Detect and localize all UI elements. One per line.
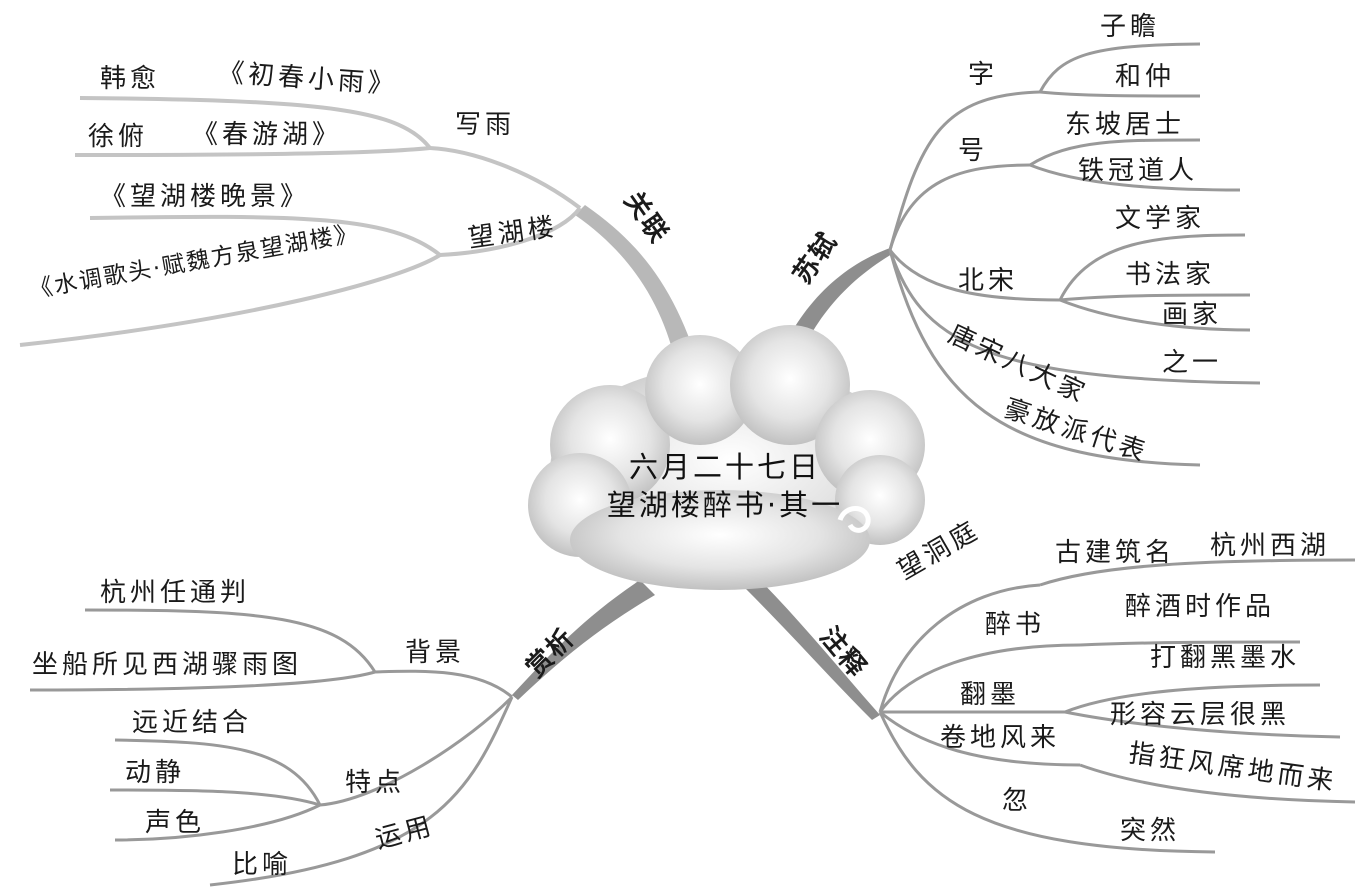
node-zizhan: 子瞻 <box>1100 14 1160 40</box>
node-hu: 忽 <box>1002 788 1032 814</box>
trunk-zhushi <box>745 575 880 720</box>
node-shengse: 声色 <box>145 810 205 836</box>
node-hangzhouxihu: 杭州西湖 <box>1210 533 1330 559</box>
node-xufu: 徐俯 <box>88 124 148 150</box>
node-beijing: 背景 <box>405 640 465 666</box>
node-tieguan: 铁冠道人 <box>1078 158 1198 184</box>
node-huajia: 画家 <box>1162 302 1222 328</box>
node-chunyouhu: 《春游湖》 <box>192 122 342 148</box>
center-title: 六月二十七日 望湖楼醉书·其一 <box>560 448 890 524</box>
node-wenxuejia: 文学家 <box>1115 206 1205 232</box>
node-zi: 字 <box>968 62 998 88</box>
center-title-line2: 望湖楼醉书·其一 <box>560 486 890 524</box>
node-gujianzhu: 古建筑名 <box>1055 540 1175 566</box>
node-biyu: 比喻 <box>232 852 292 878</box>
node-hangzhou: 杭州任通判 <box>100 580 250 606</box>
node-fanmo: 翻墨 <box>960 682 1020 708</box>
node-zuishu: 醉书 <box>985 612 1045 638</box>
node-dafan: 打翻黑墨水 <box>1150 645 1300 671</box>
center-title-line1: 六月二十七日 <box>560 448 890 486</box>
node-zuijiu: 醉酒时作品 <box>1125 594 1275 620</box>
node-hanyu: 韩愈 <box>100 66 160 92</box>
node-beisong: 北宋 <box>958 268 1018 294</box>
node-hao: 号 <box>958 138 988 164</box>
node-tedian: 特点 <box>345 770 405 796</box>
node-zuochuan: 坐船所见西湖骤雨图 <box>32 652 302 678</box>
node-yuanjin: 远近结合 <box>132 710 252 736</box>
node-shufajia: 书法家 <box>1125 262 1215 288</box>
node-juandi: 卷地风来 <box>940 725 1060 751</box>
node-hezhong: 和仲 <box>1115 64 1175 90</box>
node-xieyu: 写雨 <box>455 112 515 138</box>
node-dongjing: 动静 <box>125 760 185 786</box>
node-dongpo: 东坡居士 <box>1065 112 1185 138</box>
node-wanjing: 《望湖楼晚景》 <box>100 184 310 210</box>
trunk-shangxi <box>512 580 655 700</box>
node-zhiyi: 之一 <box>1162 350 1222 376</box>
node-xingrong: 形容云层很黑 <box>1110 702 1290 728</box>
node-turan: 突然 <box>1120 818 1180 844</box>
